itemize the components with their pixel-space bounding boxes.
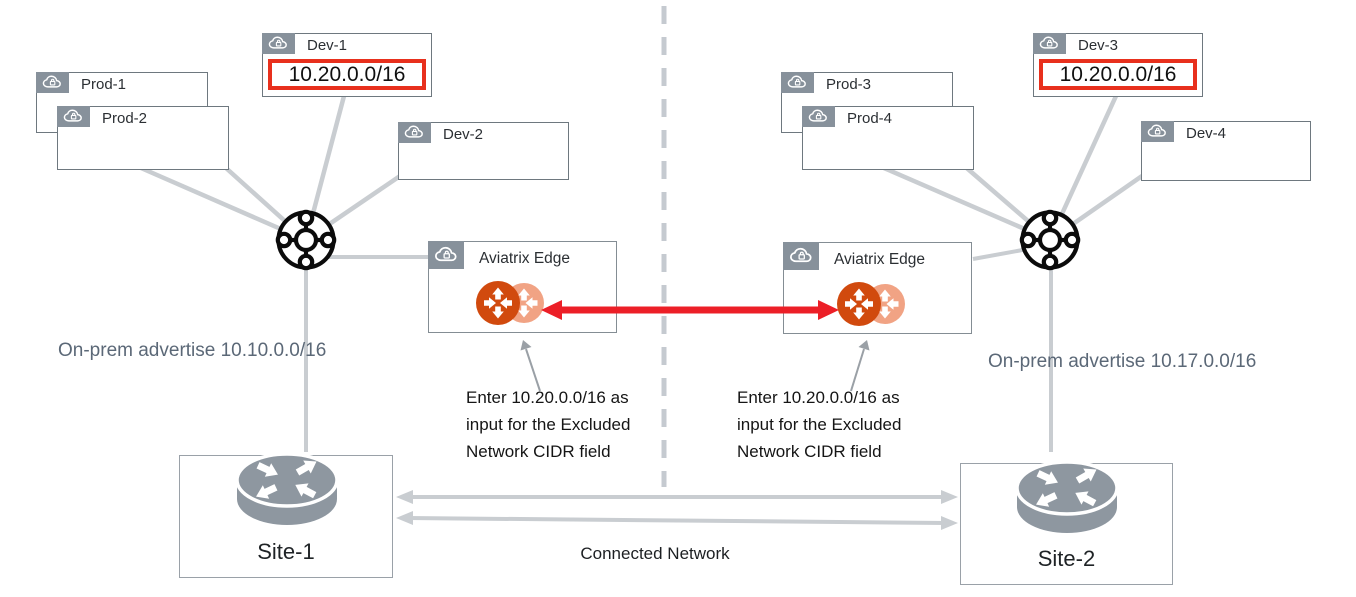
onprem-hub-icon-left [274,208,338,272]
vpc-label: Prod-4 [847,110,893,127]
cloud-tab [801,105,835,127]
site-router-icon [1012,458,1122,538]
vpc-dev-2: Dev-2 [397,121,569,180]
vpc-label: Dev-4 [1186,125,1227,142]
cloud-tab [1032,32,1066,54]
cloud-tab [397,121,431,143]
site-1-box: Site-1 [179,455,393,578]
excluded-cidr-annotation-right: Enter 10.20.0.0/16 as input for the Excl… [737,388,902,461]
cloud-tab [782,241,819,270]
site-label: Site-2 [1037,546,1096,571]
site-2-box: Site-2 [960,463,1173,585]
vpc-prod-2: Prod-2 [56,105,229,170]
cloud-lock-icon [268,36,287,49]
vpc-dev-4: Dev-4 [1140,120,1311,181]
edge-gateway-icon [836,280,910,328]
cloud-lock-icon [1039,36,1058,49]
onprem-hub-icon-right [1018,208,1082,272]
cloud-lock-icon [787,75,806,88]
cloud-lock-icon [789,247,812,263]
cloud-tab [35,71,69,93]
cloud-lock-icon [808,109,827,122]
edge-gateway-icon [475,279,549,327]
vpc-dev-3: Dev-3 10.20.0.0/16 [1032,32,1203,97]
vpc-label: Dev-1 [307,37,348,54]
onprem-advertise-right: On-prem advertise 10.17.0.0/16 [988,351,1257,372]
site-label: Site-1 [257,539,315,564]
excluded-cidr-badge: 10.20.0.0/16 [1039,59,1197,90]
cloud-lock-icon [42,75,61,88]
vpc-label: Prod-3 [826,76,872,93]
cloud-tab [427,240,464,269]
onprem-advertise-left: On-prem advertise 10.10.0.0/16 [58,340,327,361]
vpc-label: Dev-3 [1078,37,1119,54]
cloud-tab [1140,120,1174,142]
vpc-label: Dev-2 [443,126,484,143]
cloud-lock-icon [1147,124,1166,137]
cloud-lock-icon [63,109,82,122]
cloud-tab [56,105,90,127]
edge-label: Aviatrix Edge [479,250,571,267]
connected-network-arrows [396,490,958,530]
aviatrix-edge-right: Aviatrix Edge [782,241,972,334]
excluded-cidr-badge: 10.20.0.0/16 [268,59,426,90]
cloud-lock-icon [404,125,423,138]
vpc-label: Prod-2 [102,110,148,127]
excluded-cidr-annotation-left: Enter 10.20.0.0/16 as input for the Excl… [466,388,631,461]
connected-network-label: Connected Network [580,544,730,563]
edge-label: Aviatrix Edge [834,251,926,268]
aviatrix-edge-left: Aviatrix Edge [427,240,617,333]
cloud-lock-icon [434,246,457,262]
cloud-tab [261,32,295,54]
vpc-prod-4: Prod-4 [801,105,974,170]
vpc-dev-1: Dev-1 10.20.0.0/16 [261,32,432,97]
site-router-icon [232,450,342,530]
vpc-label: Prod-1 [81,76,127,93]
cloud-tab [780,71,814,93]
